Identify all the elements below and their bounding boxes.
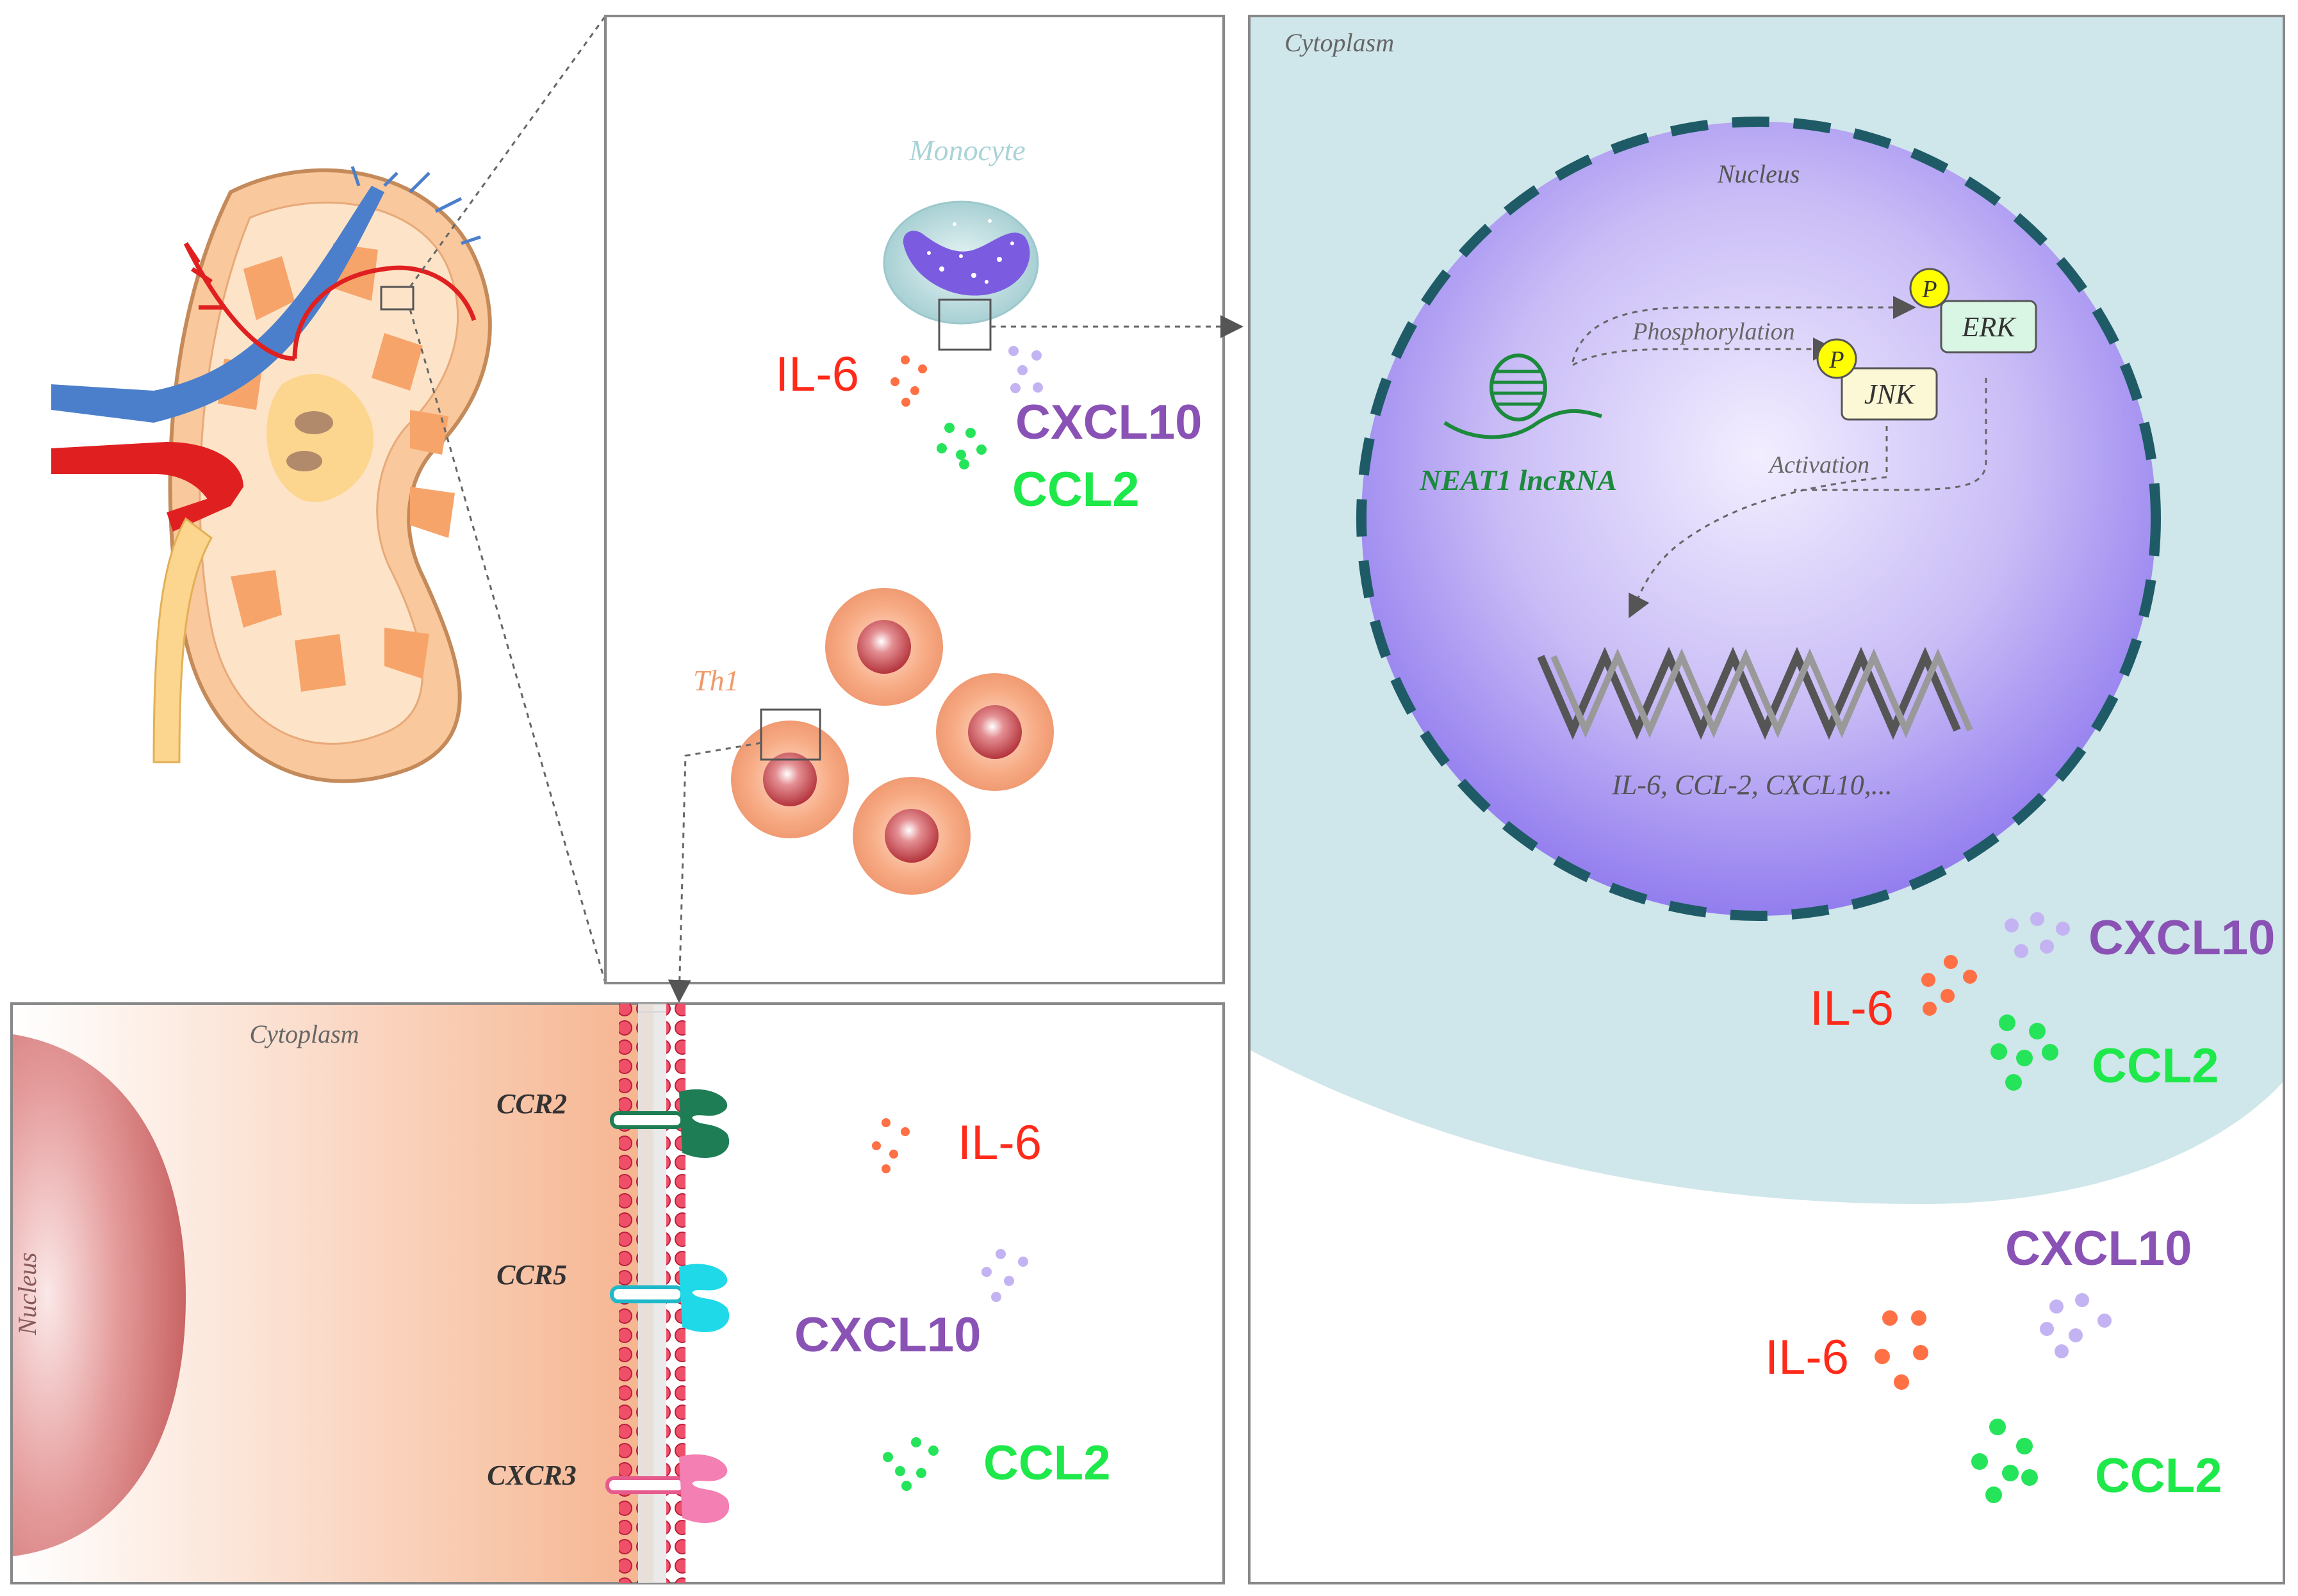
membrane-il6-dots: [872, 1118, 910, 1173]
th1-cell-right: [936, 673, 1054, 791]
jnk-phospho-label: P: [1828, 346, 1844, 373]
monocyte-ccl2-label: CCL2: [1012, 462, 1139, 517]
monocyte-cxcl10-label: CXCL10: [1015, 395, 1202, 450]
monocyte-ccl2-dots: [937, 423, 987, 469]
cxcr3-label: CXCR3: [487, 1460, 576, 1491]
th1-nucleus: [13, 1034, 186, 1556]
extracellular-ccl2-label: CCL2: [2095, 1449, 2222, 1503]
nucleus-label: Nucleus: [1717, 159, 1800, 188]
jnk-box: JNK: [1841, 367, 1938, 421]
erk-phospho-label: P: [1921, 276, 1937, 303]
membrane-il6-label: IL-6: [958, 1116, 1042, 1170]
membrane-cxcl10-label: CXCL10: [794, 1308, 981, 1362]
extracellular-cxcl10-label: CXCL10: [2005, 1221, 2192, 1276]
activation-label: Activation: [1768, 452, 1869, 478]
extracellular-cxcl10-dots: [2040, 1293, 2112, 1358]
zoom-line-top: [409, 15, 607, 288]
erk-box: ERK: [1940, 300, 2037, 354]
extracellular-il6-label: IL-6: [1765, 1330, 1849, 1385]
monocyte-il6-label: IL-6: [775, 347, 859, 402]
monocyte-label: Monocyte: [908, 134, 1025, 167]
ccr2-receptor: [610, 1089, 730, 1159]
th1-cytoplasm-label: Cytoplasm: [249, 1020, 359, 1048]
cytoplasm-il6-label: IL-6: [1810, 981, 1894, 1036]
cytoplasm-cxcl10-dots: [2005, 912, 2070, 958]
erk-label: ERK: [1961, 311, 2017, 343]
kidney-zoom-box: [380, 286, 414, 311]
th1-nucleus-label: Nucleus: [13, 1253, 42, 1336]
monocyte-il6-dots: [890, 355, 927, 407]
membrane-ccl2-label: CCL2: [983, 1436, 1110, 1490]
jnk-phospho-badge: P: [1816, 338, 1857, 379]
monocyte-zoom-box: [938, 298, 992, 351]
th1-cell-left: [731, 721, 849, 838]
extracellular-ccl2-dots: [1971, 1419, 2038, 1503]
cytoplasm-ccl2-dots: [1990, 1014, 2058, 1091]
neat1-lncrna-label: NEAT1 lncRNA: [1419, 464, 1617, 496]
ccr5-receptor: [610, 1264, 730, 1333]
erk-phospho-badge: P: [1909, 268, 1950, 309]
zoom-line-bottom: [409, 309, 607, 984]
th1-zoom-line: [668, 742, 762, 1003]
membrane-ccl2-dots: [883, 1437, 939, 1491]
phosphorylation-arrow-jnk: [1572, 338, 1836, 366]
th1-zoom-box: [760, 708, 821, 761]
monocyte-cell: [883, 200, 1039, 325]
extracellular-il6-dots: [1875, 1310, 1928, 1390]
th1-label: Th1: [693, 664, 739, 697]
ccr5-label: CCR5: [497, 1259, 567, 1291]
kidney-illustration: [51, 166, 492, 783]
monocyte-cxcl10-dots: [1008, 346, 1043, 393]
neat1-lncrna-icon: [1443, 354, 1602, 439]
cytoplasm-ccl2-label: CCL2: [2092, 1039, 2219, 1093]
th1-cell-bottom: [853, 777, 971, 895]
ccr2-label: CCR2: [497, 1088, 567, 1120]
cytoplasm-cxcl10-label: CXCL10: [2089, 911, 2275, 965]
cxcr3-receptor: [605, 1454, 730, 1524]
jnk-label: JNK: [1864, 379, 1916, 410]
phosphorylation-label: Phosphorylation: [1632, 318, 1794, 345]
cytoplasm-label: Cytoplasm: [1284, 28, 1394, 57]
cytoplasm-il6-dots: [1921, 955, 1977, 1016]
genes-label: IL-6, CCL-2, CXCL10,...: [1611, 769, 1892, 801]
phosphorylation-arrow-erk: [1572, 296, 1916, 362]
activation-arrow-to-dna: [1629, 426, 1888, 619]
membrane-cxcl10-dots: [981, 1249, 1028, 1302]
dna-helix-icon: [1537, 646, 1973, 740]
th1-cell-top: [825, 588, 943, 706]
